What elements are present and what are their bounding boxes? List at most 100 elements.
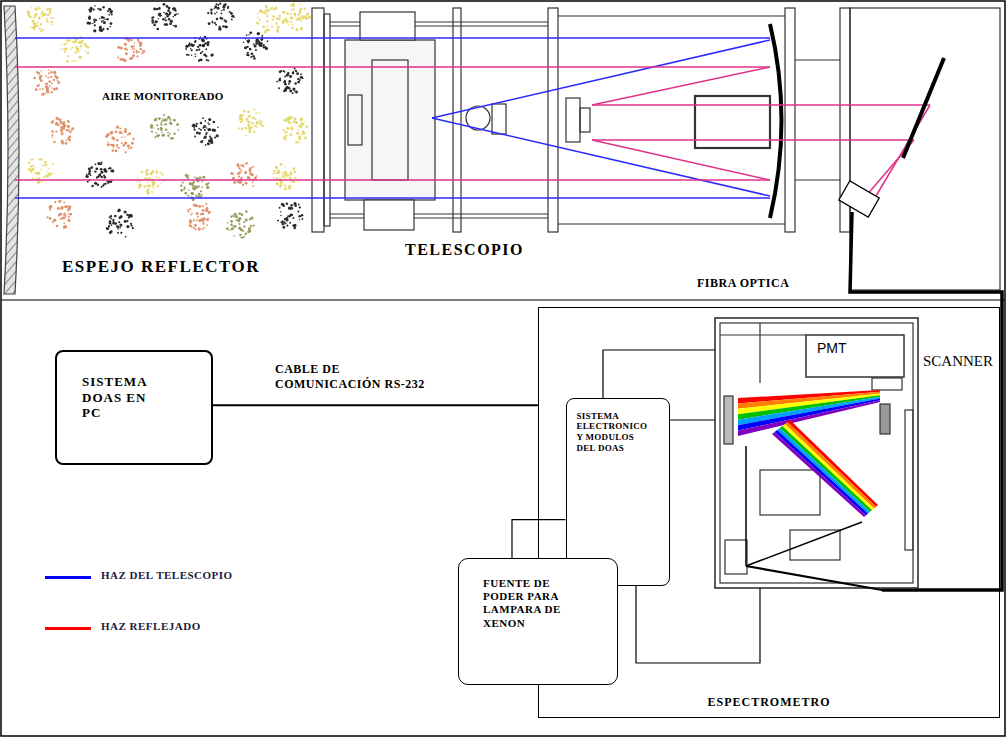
air-particles — [50, 71, 53, 74]
air-particles — [59, 213, 62, 216]
air-particles — [202, 222, 204, 224]
air-particles — [196, 49, 198, 51]
telescope-beam — [432, 118, 770, 196]
air-particles — [119, 131, 122, 134]
dispersed-spectrum — [787, 420, 878, 507]
air-particles — [292, 88, 295, 91]
air-particles — [270, 7, 273, 10]
air-particles — [45, 93, 47, 95]
air-particles — [194, 136, 196, 138]
air-particles — [193, 204, 196, 207]
air-particles — [109, 222, 112, 225]
air-particles — [97, 8, 98, 9]
air-particles — [278, 18, 280, 20]
air-particles — [156, 8, 158, 10]
air-particles — [215, 24, 217, 26]
air-particles — [208, 22, 211, 25]
air-particles — [124, 130, 127, 133]
air-particles — [273, 15, 275, 17]
legend-label: HAZ REFLEJADO — [101, 620, 201, 633]
air-particles — [103, 17, 105, 19]
air-particles — [86, 173, 88, 175]
air-particles — [138, 42, 139, 43]
air-particles — [116, 144, 118, 146]
air-particles — [289, 89, 292, 92]
air-particles — [49, 217, 51, 219]
fiber-coupler — [839, 181, 879, 217]
air-particles — [159, 177, 161, 179]
air-particles — [198, 128, 200, 130]
air-particles — [124, 43, 127, 46]
air-particles — [206, 224, 208, 226]
air-particles — [35, 167, 36, 168]
air-particles — [59, 200, 61, 202]
air-particles — [301, 15, 304, 18]
air-particles — [288, 80, 291, 83]
air-particles — [60, 129, 63, 132]
air-particles — [124, 136, 125, 137]
area-label: AIRE MONITOREADO — [100, 90, 226, 103]
air-particles — [275, 23, 277, 25]
air-particles — [115, 150, 118, 153]
air-particles — [266, 7, 267, 8]
air-particles — [94, 24, 96, 26]
air-particles — [113, 137, 116, 140]
air-particles — [85, 45, 87, 47]
air-particles — [31, 166, 33, 168]
air-particles — [65, 205, 68, 208]
air-particles — [44, 161, 47, 164]
air-particles — [240, 228, 243, 231]
air-particles — [196, 205, 199, 208]
air-particles — [286, 225, 288, 227]
air-particles — [241, 236, 244, 239]
air-particles — [177, 13, 179, 15]
air-particles — [193, 227, 195, 229]
air-particles — [240, 121, 242, 123]
air-particles — [192, 125, 194, 127]
air-particles — [53, 219, 56, 222]
air-particles — [63, 222, 65, 224]
air-particles — [289, 133, 292, 136]
air-particles — [249, 127, 252, 130]
air-particles — [296, 132, 299, 135]
air-particles — [150, 172, 153, 175]
air-particles — [99, 26, 102, 29]
air-particles — [37, 25, 39, 27]
air-particles — [243, 225, 245, 227]
air-particles — [191, 192, 194, 195]
telescope-structure — [330, 217, 548, 218]
air-particles — [52, 121, 54, 123]
air-particles — [74, 52, 76, 54]
air-particles — [81, 49, 82, 50]
air-particles — [145, 170, 148, 173]
air-particles — [292, 17, 294, 19]
air-particles — [85, 45, 87, 47]
air-particles — [222, 25, 224, 27]
air-particles — [55, 131, 57, 133]
air-particles — [63, 125, 66, 128]
air-particles — [216, 18, 219, 21]
air-particles — [165, 12, 168, 15]
air-particles — [248, 115, 251, 118]
air-particles — [285, 18, 288, 21]
air-particles — [124, 141, 127, 144]
air-particles — [162, 18, 165, 21]
air-particles — [112, 219, 114, 221]
air-particles — [230, 224, 232, 226]
air-particles — [255, 49, 257, 51]
air-particles — [246, 34, 248, 36]
air-particles — [221, 18, 223, 20]
air-particles — [299, 219, 300, 220]
air-particles — [297, 78, 299, 80]
air-particles — [112, 149, 115, 152]
air-particles — [104, 176, 107, 179]
air-particles — [292, 167, 295, 170]
air-particles — [56, 225, 59, 228]
air-particles — [286, 12, 288, 14]
air-particles — [48, 8, 51, 11]
air-particles — [207, 143, 209, 145]
internal-beam — [746, 522, 862, 566]
air-particles — [236, 163, 239, 166]
air-particles — [230, 216, 232, 218]
air-particles — [232, 174, 234, 176]
